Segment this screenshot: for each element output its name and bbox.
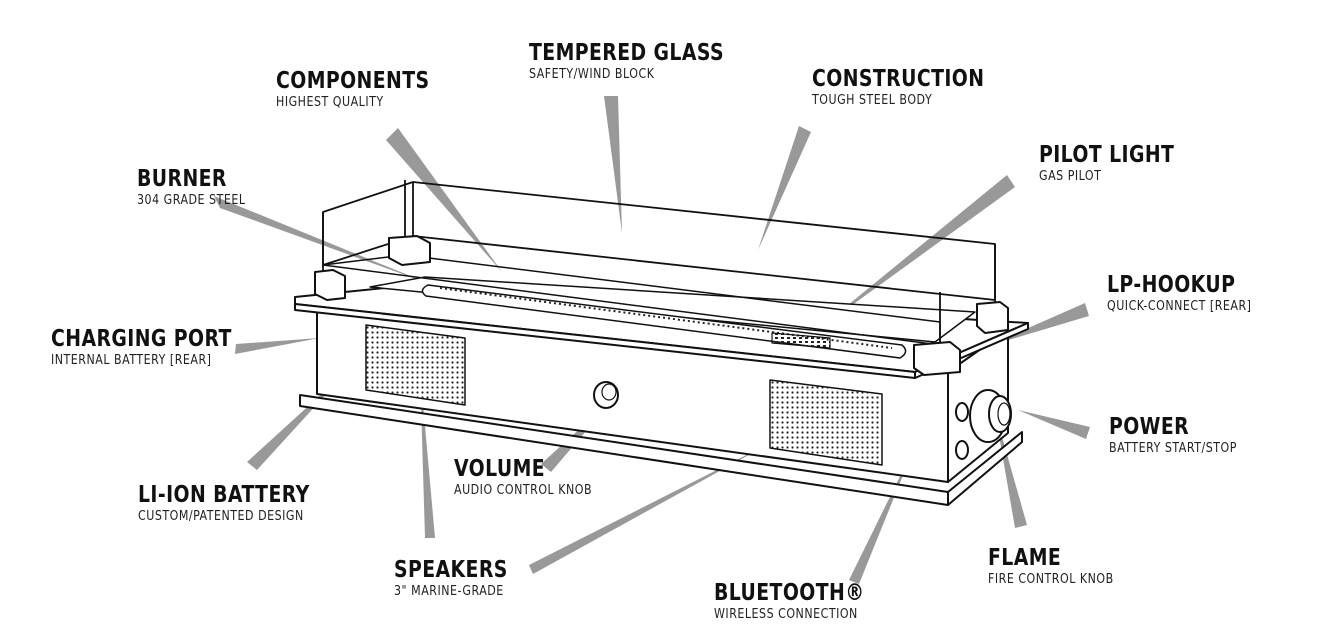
callout-subtitle: 3" MARINE-GRADE [394, 584, 504, 599]
callout-title: LP-HOOKUP [1107, 272, 1236, 298]
callout-title: COMPONENTS [276, 68, 430, 94]
callout-subtitle: TOUGH STEEL BODY [812, 93, 933, 108]
pointer-burner [214, 196, 430, 284]
callout-title: VOLUME [454, 456, 546, 482]
volume-knob [593, 381, 619, 409]
callout-charging-port: CHARGING PORT INTERNAL BATTERY [REAR] [51, 326, 272, 370]
callout-construction: CONSTRUCTION TOUGH STEEL BODY [812, 66, 1022, 110]
burner-tray [369, 276, 976, 343]
callout-subtitle: WIRELESS CONNECTION [714, 607, 858, 622]
callout-title: POWER [1109, 414, 1190, 440]
callout-subtitle: QUICK-CONNECT [REAR] [1107, 299, 1252, 314]
corner-bracket-front-right [913, 341, 961, 376]
pointer-power [1018, 410, 1090, 439]
callout-title: CONSTRUCTION [812, 66, 985, 92]
side-port-upper [955, 402, 969, 422]
callout-title: CHARGING PORT [51, 326, 232, 352]
pilot-assembly [771, 332, 831, 349]
pointer-arrows [214, 96, 1090, 584]
pointer-speakers-right [529, 440, 776, 574]
pointer-speakers [420, 370, 435, 538]
callout-title: TEMPERED GLASS [529, 40, 725, 66]
corner-bracket-rear-left [388, 235, 431, 266]
pointer-flame [995, 412, 1027, 528]
callout-li-ion-battery: LI-ION BATTERY CUSTOM/PATENTED DESIGN [138, 482, 347, 526]
callout-subtitle: SAFETY/WIND BLOCK [529, 67, 655, 82]
callout-subtitle: BATTERY START/STOP [1109, 441, 1237, 456]
pointer-pilot-light [815, 175, 1015, 332]
side-port-lower [955, 440, 969, 460]
callout-volume: VOLUME AUDIO CONTROL KNOB [454, 456, 616, 500]
callout-components: COMPONENTS HIGHEST QUALITY [276, 68, 463, 112]
callout-subtitle: HIGHEST QUALITY [276, 95, 384, 110]
callout-subtitle: AUDIO CONTROL KNOB [454, 483, 593, 498]
callout-title: SPEAKERS [394, 557, 508, 583]
pointer-construction [758, 126, 811, 250]
callout-speakers: SPEAKERS 3" MARINE-GRADE [394, 557, 533, 601]
corner-bracket-rear-right [976, 301, 1009, 334]
callout-title: BLUETOOTH® [714, 580, 865, 606]
callout-lp-hookup: LP-HOOKUP QUICK-CONNECT [REAR] [1107, 272, 1277, 316]
fire-table-body [294, 180, 1029, 506]
callout-subtitle: GAS PILOT [1039, 169, 1102, 184]
callout-flame: FLAME FIRE CONTROL KNOB [988, 545, 1136, 589]
pointer-bluetooth [849, 448, 914, 584]
callout-subtitle: INTERNAL BATTERY [REAR] [51, 353, 212, 368]
callout-title: PILOT LIGHT [1039, 142, 1175, 168]
corner-bracket-front-left [314, 269, 346, 301]
pointer-charging-port [235, 338, 320, 354]
callout-subtitle: FIRE CONTROL KNOB [988, 572, 1114, 587]
base-plinth-side [947, 431, 1023, 506]
speaker-grill-right [769, 379, 883, 466]
callout-power: POWER BATTERY START/STOP [1109, 414, 1260, 458]
pointer-tempered-glass [604, 96, 622, 233]
callout-title: LI-ION BATTERY [138, 482, 310, 508]
callout-pilot-light: PILOT LIGHT GAS PILOT [1039, 142, 1204, 186]
callout-subtitle: 304 GRADE STEEL [137, 193, 246, 208]
callout-title: FLAME [988, 545, 1062, 571]
pointer-components [386, 128, 502, 272]
callout-tempered-glass: TEMPERED GLASS SAFETY/WIND BLOCK [529, 40, 767, 84]
callout-title: BURNER [137, 166, 227, 192]
callout-burner: BURNER 304 GRADE STEEL [137, 166, 265, 210]
callout-bluetooth: BLUETOOTH® WIRELESS CONNECTION [714, 580, 898, 624]
callout-subtitle: CUSTOM/PATENTED DESIGN [138, 509, 304, 524]
speaker-grill-left [365, 324, 466, 406]
